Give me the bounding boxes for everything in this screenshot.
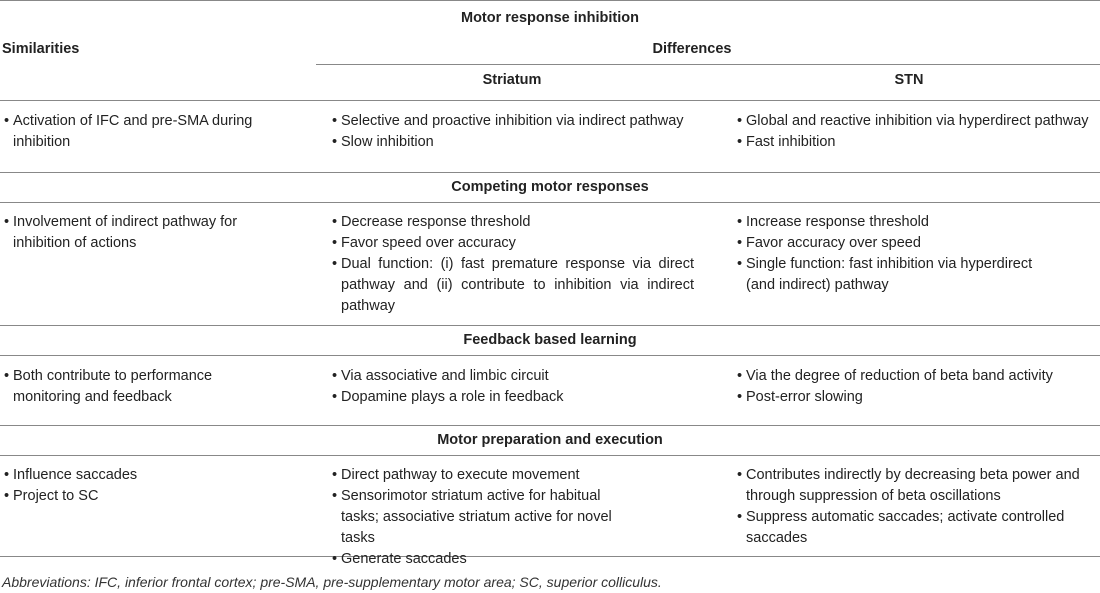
section-2-title: Competing motor responses [451, 179, 649, 195]
list-item: Suppress automatic saccades; activate co… [737, 507, 1093, 549]
section-4-title: Motor preparation and execution [437, 432, 663, 448]
rule-section-4 [0, 425, 1100, 426]
list-item: Decrease response threshold [332, 212, 694, 233]
rule-section-4-title [0, 455, 1100, 456]
list-item: Generate saccades [332, 549, 632, 570]
section-3-similarities: Both contribute to performance monitorin… [4, 366, 254, 408]
list-item: Activation of IFC and pre-SMA during inh… [4, 111, 271, 153]
main-header: Motor response inhibition [460, 10, 640, 26]
list-item: Favor speed over accuracy [332, 233, 694, 254]
section-1-similarities: Activation of IFC and pre-SMA during inh… [4, 111, 294, 153]
rule-top [0, 0, 1100, 1]
list-item: Post-error slowing [737, 387, 1097, 408]
rule-header-bottom [0, 100, 1100, 101]
list-item: Dual function: (i) fast premature respon… [332, 254, 694, 317]
list-item: Single function: fast inhibition via hyp… [737, 254, 1057, 296]
table-footnote: Abbreviations: IFC, inferior frontal cor… [2, 574, 662, 590]
list-item: Selective and proactive inhibition via i… [332, 111, 712, 132]
section-1-striatum: Selective and proactive inhibition via i… [332, 111, 712, 153]
col-header-stn: STN [894, 72, 924, 88]
list-item: Via the degree of reduction of beta band… [737, 366, 1097, 387]
col-header-similarities: Similarities [2, 41, 80, 57]
col-header-differences: Differences [652, 41, 732, 57]
list-item: Global and reactive inhibition via hyper… [737, 111, 1097, 132]
list-item: Both contribute to performance monitorin… [4, 366, 254, 408]
section-4-similarities: Influence saccades Project to SC [4, 465, 284, 507]
list-item: Increase response threshold [737, 212, 1057, 233]
list-item: Contributes indirectly by decreasing bet… [737, 465, 1093, 507]
section-2-striatum: Decrease response threshold Favor speed … [332, 212, 694, 317]
rule-section-3-title [0, 355, 1100, 356]
section-3-title: Feedback based learning [463, 332, 637, 348]
list-item: Direct pathway to execute movement [332, 465, 632, 486]
list-item: Dopamine plays a role in feedback [332, 387, 712, 408]
section-1-stn: Global and reactive inhibition via hyper… [737, 111, 1097, 153]
section-3-stn: Via the degree of reduction of beta band… [737, 366, 1097, 408]
list-item: Slow inhibition [332, 132, 712, 153]
list-item: Sensorimotor striatum active for habitua… [332, 486, 632, 549]
rule-section-2-title [0, 202, 1100, 203]
list-item: Project to SC [4, 486, 284, 507]
section-4-stn: Contributes indirectly by decreasing bet… [737, 465, 1093, 549]
section-4-striatum: Direct pathway to execute movement Senso… [332, 465, 632, 570]
section-3-striatum: Via associative and limbic circuit Dopam… [332, 366, 712, 408]
rule-differences [316, 64, 1100, 65]
list-item: Involvement of indirect pathway for inhi… [4, 212, 264, 254]
section-2-stn: Increase response threshold Favor accura… [737, 212, 1057, 296]
list-item: Favor accuracy over speed [737, 233, 1057, 254]
section-2-similarities: Involvement of indirect pathway for inhi… [4, 212, 264, 254]
list-item: Influence saccades [4, 465, 284, 486]
rule-section-2 [0, 172, 1100, 173]
col-header-striatum: Striatum [482, 72, 542, 88]
rule-section-3 [0, 325, 1100, 326]
list-item: Fast inhibition [737, 132, 1097, 153]
list-item: Via associative and limbic circuit [332, 366, 712, 387]
